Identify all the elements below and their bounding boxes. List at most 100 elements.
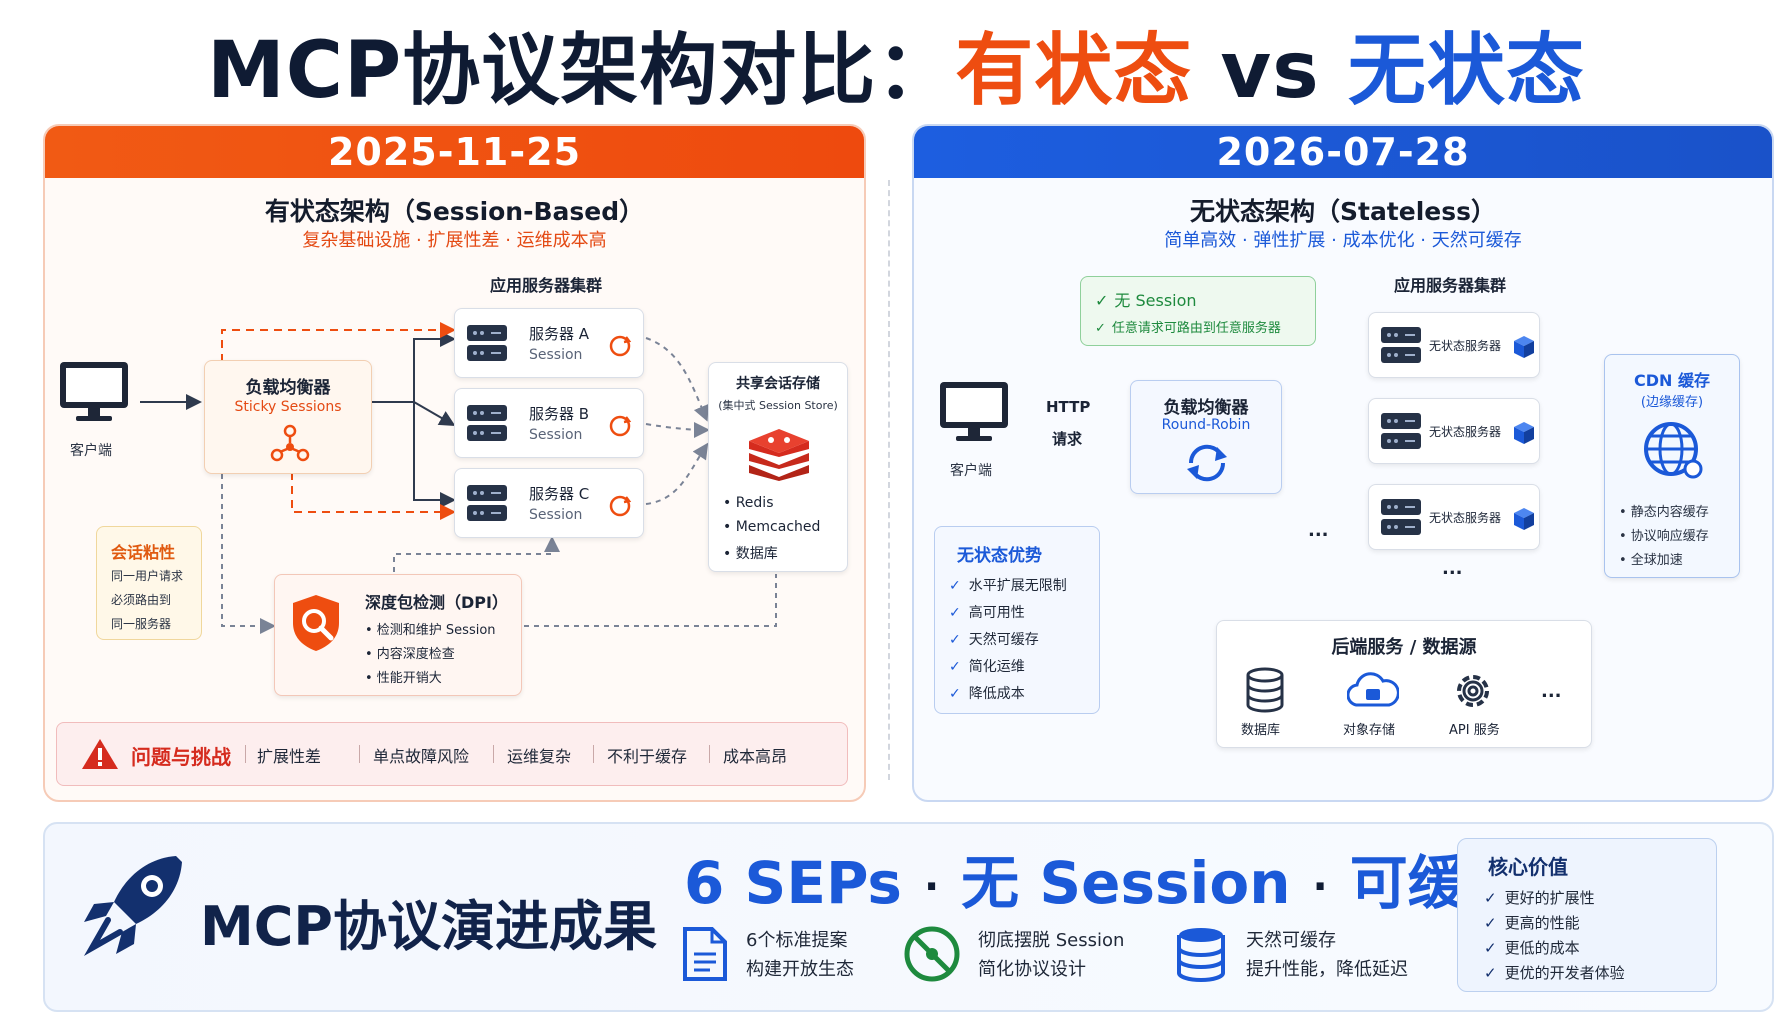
no-session-icon	[904, 926, 960, 982]
server-c: 服务器 C Session	[454, 468, 644, 538]
server-a-session: Session	[529, 347, 583, 363]
feature-1: 6个标准提案构建开放生态	[746, 930, 854, 980]
server-b: 服务器 B Session	[454, 388, 644, 458]
core-item-3: ✓更低的成本	[1484, 939, 1580, 957]
backend-api-label: API 服务	[1449, 723, 1500, 738]
store-subtitle: (集中式 Session Store)	[718, 399, 838, 412]
client-monitor-icon	[60, 362, 128, 421]
advantage-2: ✓高可用性	[949, 605, 1025, 621]
redis-stack-icon	[749, 429, 809, 481]
core-item-1: ✓更好的扩展性	[1484, 889, 1595, 907]
feature-3: 天然可缓存提升性能，降低延迟	[1246, 930, 1408, 980]
stateful-arch-subtitle: 复杂基础设施 · 扩展性差 · 运维成本高	[302, 230, 607, 251]
cache-database-icon	[1177, 928, 1225, 982]
server-c-name: 服务器 C	[529, 485, 590, 503]
server-c-session: Session	[529, 507, 583, 523]
no-session-label: 无 Session	[1114, 291, 1197, 310]
http-label: HTTP	[1046, 398, 1091, 416]
headline-dot: ·	[1312, 863, 1328, 910]
backend-object-storage-label: 对象存储	[1343, 723, 1396, 738]
cdn-title: CDN 缓存	[1634, 371, 1710, 390]
shield-search-icon	[293, 595, 339, 651]
right-cluster-label: 应用服务器集群	[1394, 276, 1507, 295]
problems-title: 问题与挑战	[131, 745, 231, 769]
cdn-cache: CDN 缓存 (边缘缓存) • 静态内容缓存 • 协议响应缓存 • 全球加速	[1604, 354, 1740, 578]
server-rack-icon	[1381, 413, 1421, 449]
server-b-session: Session	[529, 427, 583, 443]
separator	[245, 745, 246, 763]
request-label: 请求	[1052, 430, 1083, 448]
problem-1: 扩展性差	[257, 747, 322, 766]
ellipsis-lb: ...	[1308, 520, 1329, 541]
rr-lb-subtitle: Round-Robin	[1161, 417, 1251, 433]
core-item-4: ✓更优的开发者体验	[1484, 964, 1625, 982]
problem-3: 运维复杂	[507, 747, 572, 766]
sync-icon	[609, 495, 632, 517]
title-main: MCP协议架构对比：	[207, 26, 956, 116]
session-sticky-note: 会话粘性 同一用户请求 必须路由到 同一服务器	[96, 526, 202, 640]
stateless-server-3-label: 无状态服务器	[1429, 511, 1502, 525]
check-icon: ✓	[1484, 914, 1497, 932]
database-icon	[1246, 667, 1284, 713]
any-route-label: 任意请求可路由到任意服务器	[1111, 321, 1281, 336]
refresh-icon	[1187, 444, 1227, 482]
dpi-box: 深度包检测（DPI） • 检测和维护 Session • 内容深度检查 • 性能…	[274, 574, 522, 696]
advantages-title: 无状态优势	[957, 546, 1042, 566]
headline-seps: 6 SEPs	[684, 849, 902, 917]
cdn-item-2: • 协议响应缓存	[1619, 529, 1709, 544]
store-item-memcached: • Memcached	[723, 519, 821, 535]
separator	[593, 745, 594, 763]
separator	[709, 745, 710, 763]
shared-session-store: 共享会话存储 (集中式 Session Store) • Redis • Mem…	[708, 362, 848, 572]
sticky-title: 会话粘性	[111, 543, 176, 562]
separator	[493, 745, 494, 763]
stateless-arch-title: 无状态架构（Stateless）	[1189, 197, 1497, 226]
cube-icon	[1514, 422, 1534, 444]
server-rack-icon	[467, 405, 507, 441]
client-monitor-icon	[940, 382, 1008, 441]
server-rack-icon	[467, 485, 507, 521]
cdn-item-1: • 静态内容缓存	[1619, 505, 1709, 520]
check-icon: ✓	[949, 686, 961, 702]
server-rack-icon	[467, 325, 507, 361]
check-icon: ✓	[1484, 964, 1497, 982]
no-session-callout: ✓ 无 Session ✓ 任意请求可路由到任意服务器	[1080, 276, 1316, 346]
sticky-load-balancer: 负载均衡器 Sticky Sessions	[204, 360, 372, 474]
cloud-storage-icon	[1347, 672, 1399, 707]
core-item-2: ✓更高的性能	[1484, 914, 1580, 932]
advantage-3: ✓天然可缓存	[949, 632, 1039, 648]
check-icon: ✓	[949, 659, 961, 675]
backend-ellipsis: ...	[1541, 681, 1562, 702]
left-cluster-label: 应用服务器集群	[490, 276, 603, 295]
left-client-label: 客户端	[70, 443, 112, 459]
sticky-line-2: 必须路由到	[111, 593, 172, 607]
headline-dot: ·	[923, 863, 940, 910]
stateful-arch-title: 有状态架构（Session-Based）	[264, 197, 645, 226]
store-item-redis: • Redis	[723, 495, 774, 511]
check-icon: ✓	[1484, 939, 1497, 957]
backend-services: 后端服务 / 数据源 数据库 对象存储 API 服务 ...	[1216, 620, 1592, 748]
evolution-headline: 6 SEPs·无 Session·可缓存	[684, 836, 1524, 920]
stateless-server-2-label: 无状态服务器	[1429, 425, 1502, 439]
advantage-1: ✓水平扩展无限制	[949, 578, 1067, 594]
check-icon: ✓	[949, 578, 961, 594]
any-route-check: ✓ 任意请求可路由到任意服务器	[1095, 317, 1281, 336]
advantage-5: ✓降低成本	[949, 686, 1025, 702]
stateless-server-1-label: 无状态服务器	[1429, 339, 1502, 353]
document-icon	[683, 927, 727, 981]
stateless-advantages: 无状态优势 ✓水平扩展无限制 ✓高可用性 ✓天然可缓存 ✓简化运维 ✓降低成本	[934, 526, 1100, 714]
title-vs: vs	[1192, 26, 1348, 116]
stateless-date: 2026-07-28	[914, 126, 1772, 178]
problem-4: 不利于缓存	[607, 747, 688, 766]
evolution-title: MCP协议演进成果	[200, 895, 657, 958]
check-icon: ✓	[1484, 889, 1497, 907]
ellipsis-servers: ...	[1442, 558, 1463, 579]
lb-title: 负载均衡器	[245, 378, 331, 398]
backend-database-label: 数据库	[1241, 723, 1281, 738]
dpi-title: 深度包检测（DPI）	[365, 593, 508, 612]
cdn-subtitle: (边缘缓存)	[1640, 395, 1704, 410]
cdn-item-3: • 全球加速	[1619, 553, 1683, 568]
check-icon: ✓	[1095, 321, 1106, 336]
round-robin-load-balancer: 负载均衡器 Round-Robin	[1130, 380, 1282, 494]
dpi-item-1: • 检测和维护 Session	[365, 623, 496, 638]
